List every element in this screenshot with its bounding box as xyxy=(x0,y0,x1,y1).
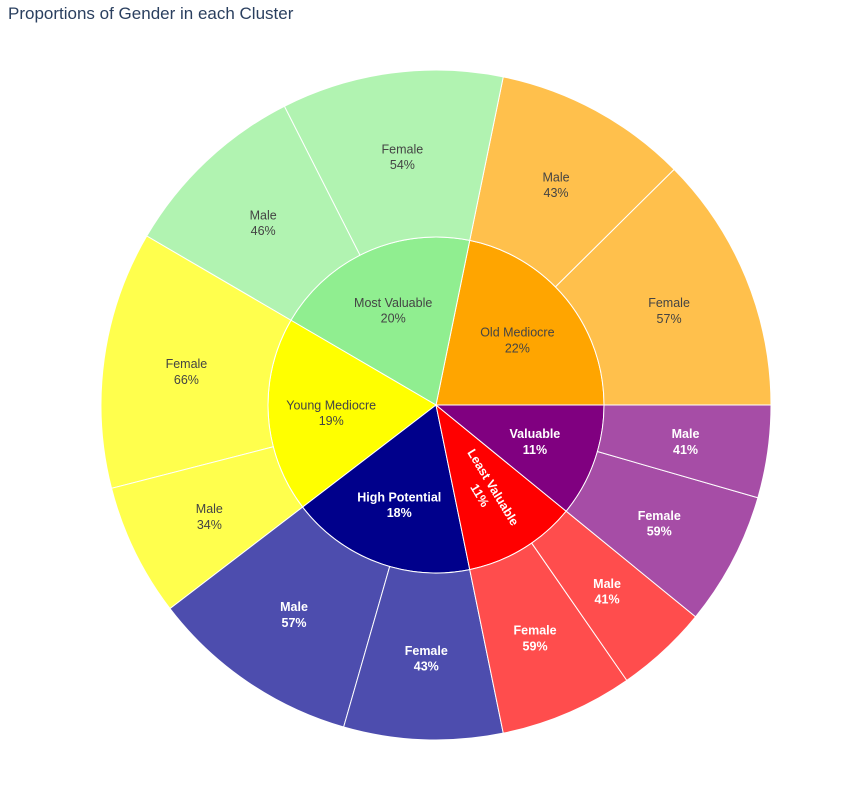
gender-slice-female[interactable] xyxy=(554,168,772,406)
gender-slice-male[interactable] xyxy=(596,404,772,499)
gender-slice-female[interactable] xyxy=(100,235,292,489)
chart-title: Proportions of Gender in each Cluster xyxy=(8,4,294,23)
gender-slice-male[interactable] xyxy=(169,506,391,728)
